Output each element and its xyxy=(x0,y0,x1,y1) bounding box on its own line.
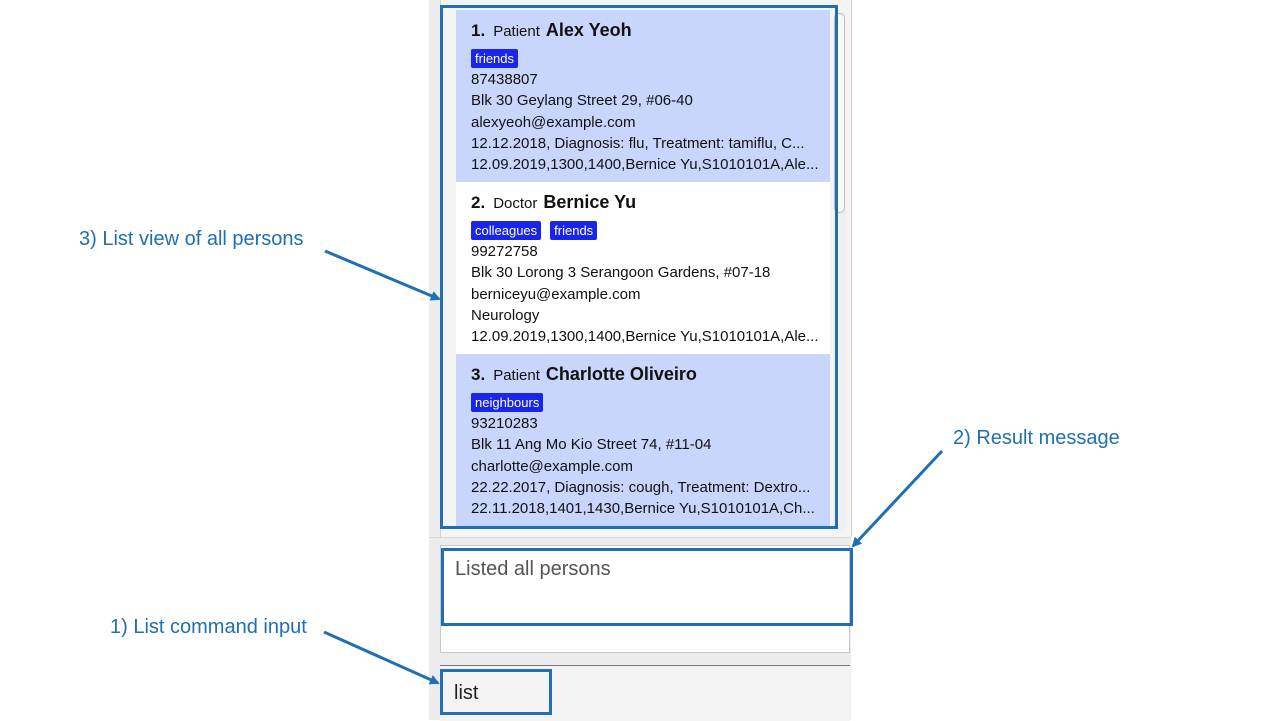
person-appointment: 12.09.2019,1300,1400,Bernice Yu,S1010101… xyxy=(471,328,819,346)
command-box xyxy=(440,665,850,721)
person-detail: 22.22.2017, Diagnosis: cough, Treatment:… xyxy=(471,478,811,496)
result-message: Listed all persons xyxy=(455,558,611,580)
person-index: 3. xyxy=(471,365,486,384)
command-input[interactable] xyxy=(454,678,834,708)
person-card[interactable]: 1. Patient Alex Yeoh friends 87438807 Bl… xyxy=(456,10,830,182)
person-name: Charlotte Oliveiro xyxy=(545,364,697,384)
arrow-list-command xyxy=(323,630,440,685)
person-list-view[interactable]: 1. Patient Alex Yeoh friends 87438807 Bl… xyxy=(456,10,830,526)
person-name: Alex Yeoh xyxy=(545,20,632,40)
person-address: Blk 30 Lorong 3 Serangoon Gardens, #07-1… xyxy=(471,264,771,282)
tag-list: neighbours xyxy=(471,391,830,413)
person-address: Blk 30 Geylang Street 29, #06-40 xyxy=(471,92,693,110)
person-role: Patient xyxy=(493,23,540,40)
person-email: berniceyu@example.com xyxy=(471,285,641,303)
person-role: Patient xyxy=(493,367,540,384)
annotation-list-view: 3) List view of all persons xyxy=(79,228,304,250)
list-scrollbar[interactable] xyxy=(833,13,846,531)
person-index: 2. xyxy=(471,193,486,212)
arrow-list-view xyxy=(324,249,441,301)
person-card[interactable]: 3. Patient Charlotte Oliveiro neighbours… xyxy=(456,354,830,526)
app-window: 1. Patient Alex Yeoh friends 87438807 Bl… xyxy=(429,0,852,721)
tag-badge: neighbours xyxy=(471,392,544,412)
person-index: 1. xyxy=(471,21,486,40)
annotation-list-command: 1) List command input xyxy=(110,616,307,638)
tag-badge: friends xyxy=(471,48,519,68)
scrollbar-thumb[interactable] xyxy=(834,13,845,213)
person-phone: 99272758 xyxy=(471,243,538,260)
tag-list: friends xyxy=(471,47,830,69)
person-address: Blk 11 Ang Mo Kio Street 74, #11-04 xyxy=(471,436,712,454)
person-phone: 87438807 xyxy=(471,71,538,88)
annotation-result-message: 2) Result message xyxy=(953,427,1120,449)
person-detail: Neurology xyxy=(471,306,540,324)
arrow-result-message xyxy=(851,449,944,548)
person-name: Bernice Yu xyxy=(543,192,637,212)
result-display: Listed all persons xyxy=(440,545,850,653)
tag-badge: friends xyxy=(550,220,598,240)
person-phone: 93210283 xyxy=(471,415,538,432)
panel-divider[interactable] xyxy=(429,537,851,546)
person-appointment: 22.11.2018,1401,1430,Bernice Yu,S1010101… xyxy=(471,500,815,518)
tag-list: colleagues friends xyxy=(471,219,830,241)
person-card[interactable]: 2. Doctor Bernice Yu colleagues friends … xyxy=(456,182,830,354)
person-email: alexyeoh@example.com xyxy=(471,113,636,131)
person-email: charlotte@example.com xyxy=(471,457,633,475)
person-detail: 12.12.2018, Diagnosis: flu, Treatment: t… xyxy=(471,134,805,152)
person-appointment: 12.09.2019,1300,1400,Bernice Yu,S1010101… xyxy=(471,156,819,174)
person-role: Doctor xyxy=(493,195,538,212)
result-divider xyxy=(440,624,850,625)
person-list-panel: 1. Patient Alex Yeoh friends 87438807 Bl… xyxy=(440,0,852,537)
tag-badge: colleagues xyxy=(471,220,542,240)
